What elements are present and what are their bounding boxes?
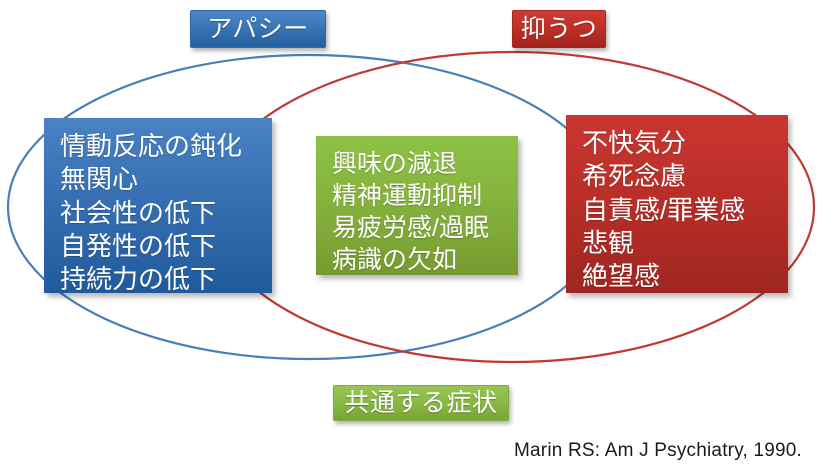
common-symptom-item: 精神運動抑制 (332, 182, 483, 210)
source-citation: Marin RS: Am J Psychiatry, 1990. (514, 440, 802, 461)
common-symptom-item: 病識の欠如 (332, 246, 458, 274)
depression-title-text: 抑うつ (520, 14, 598, 43)
apathy-symptom-item: 社会性の低下 (60, 197, 217, 228)
common-symptom-item: 易疲労感/過眠 (332, 214, 489, 242)
apathy-symptom-item: 情動反応の鈍化 (60, 131, 243, 161)
depression-symptom-item: 希死念慮 (582, 161, 687, 192)
common-symptoms-title-label: 共通する症状 (333, 385, 509, 421)
apathy-symptom-item: 持続力の低下 (60, 264, 217, 295)
apathy-symptom-item: 無関心 (60, 164, 139, 195)
apathy-title-text: アパシー (207, 14, 309, 43)
depression-symptom-item: 自責感/罪業感 (582, 194, 746, 225)
apathy-symptoms-box: 情動反応の鈍化 無関心 社会性の低下 自発性の低下 持続力の低下 (44, 118, 272, 295)
depression-title-label: 抑うつ (512, 10, 606, 48)
depression-symptom-item: 絶望感 (582, 261, 661, 292)
apathy-symptom-item: 自発性の低下 (60, 230, 217, 261)
depression-symptom-item: 悲観 (582, 227, 635, 258)
common-symptom-item: 興味の減退 (332, 150, 458, 178)
depression-symptom-item: 不快気分 (582, 128, 687, 158)
depression-symptoms-box: 不快気分 希死念慮 自責感/罪業感 悲観 絶望感 (566, 115, 788, 293)
apathy-title-label: アパシー (190, 10, 326, 48)
common-symptoms-box: 興味の減退 精神運動抑制 易疲労感/過眠 病識の欠如 (316, 136, 518, 275)
common-symptoms-title-text: 共通する症状 (344, 388, 498, 417)
